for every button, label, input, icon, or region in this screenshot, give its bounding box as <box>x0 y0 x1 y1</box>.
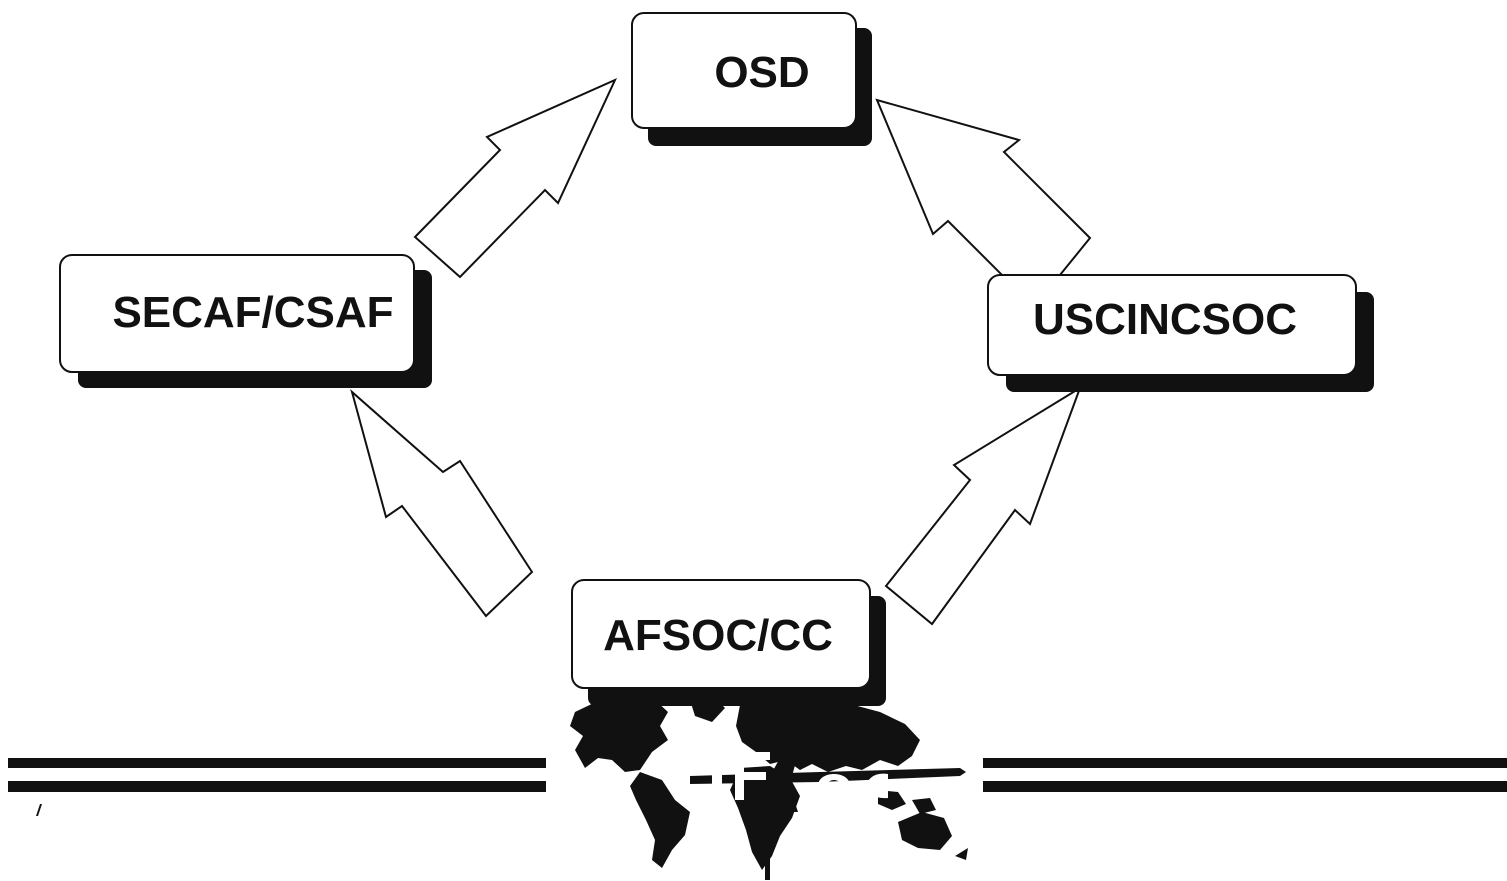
node-osd: OSD <box>631 12 872 146</box>
node-secaf-label: SECAF/CSAF <box>112 288 393 337</box>
node-secaf-box <box>59 254 415 373</box>
node-afsoc-label: AFSOC/CC <box>603 611 833 660</box>
node-afsoc-cc: AFSOC/CC <box>571 579 886 706</box>
stray-mark <box>36 804 42 816</box>
arrows <box>350 78 1092 626</box>
world-map-emblem-icon <box>570 698 968 880</box>
rule-left-top <box>8 758 546 768</box>
node-afsoc-box <box>571 579 871 689</box>
footer-rules <box>8 758 1507 816</box>
node-uscincsoc: USCINCSOC <box>987 274 1374 392</box>
node-osd-box <box>631 12 857 129</box>
arrow-afsoc-to-uscincsoc <box>884 385 1082 626</box>
arrow-secaf-to-osd <box>413 78 618 279</box>
arrow-afsoc-to-secaf <box>350 389 534 618</box>
node-uscincsoc-box <box>987 274 1357 376</box>
node-secaf-csaf: SECAF/CSAF <box>59 254 432 388</box>
node-osd-label: OSD <box>714 48 809 97</box>
rule-right-top <box>983 758 1507 768</box>
rule-left-bottom <box>8 781 546 792</box>
rule-right-bottom <box>983 781 1507 792</box>
node-uscincsoc-label: USCINCSOC <box>1033 295 1297 344</box>
